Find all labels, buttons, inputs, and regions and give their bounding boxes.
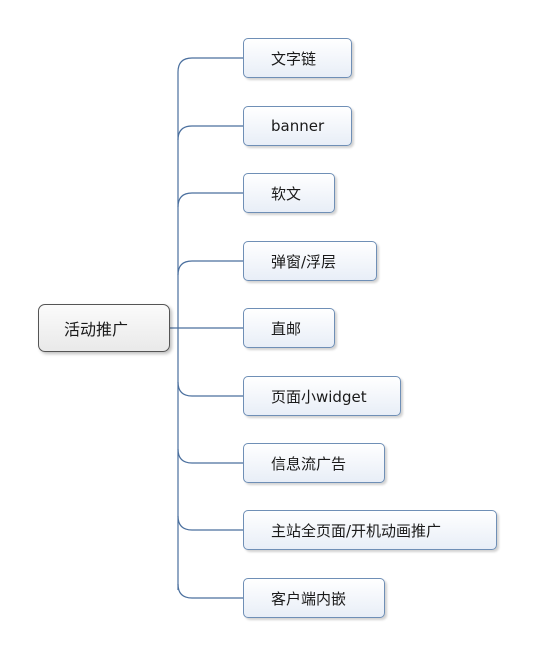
child-node-label: banner bbox=[271, 117, 325, 135]
connector-line-8 bbox=[177, 515, 243, 531]
child-node-fullpage-splash-promotion[interactable]: 主站全页面/开机动画推广 bbox=[243, 510, 497, 550]
child-node-label: 客户端内嵌 bbox=[271, 589, 347, 608]
child-node-text-link[interactable]: 文字链 bbox=[243, 38, 352, 78]
child-node-popup-overlay[interactable]: 弹窗/浮层 bbox=[243, 241, 377, 281]
child-node-advertorial[interactable]: 软文 bbox=[243, 173, 335, 213]
child-node-label: 直邮 bbox=[271, 319, 302, 338]
child-node-page-widget[interactable]: 页面小widget bbox=[243, 376, 401, 416]
connector-line-1 bbox=[177, 57, 243, 73]
child-node-label: 文字链 bbox=[271, 49, 317, 68]
child-node-direct-mail[interactable]: 直邮 bbox=[243, 308, 335, 348]
child-node-client-embedded[interactable]: 客户端内嵌 bbox=[243, 578, 385, 618]
child-node-label: 页面小widget bbox=[271, 387, 367, 406]
child-node-label: 信息流广告 bbox=[271, 454, 347, 473]
connector-line-2 bbox=[177, 125, 243, 141]
connector-line-3 bbox=[177, 192, 243, 208]
child-node-banner[interactable]: banner bbox=[243, 106, 352, 146]
connector-line-6 bbox=[177, 381, 243, 397]
child-node-feed-ads[interactable]: 信息流广告 bbox=[243, 443, 385, 483]
child-node-label: 软文 bbox=[271, 184, 302, 203]
connector-line-7 bbox=[177, 448, 243, 464]
connector-line-9 bbox=[177, 583, 243, 599]
connector-line-4 bbox=[177, 260, 243, 276]
child-node-label: 弹窗/浮层 bbox=[271, 252, 337, 271]
root-node-activity-promotion[interactable]: 活动推广 bbox=[38, 304, 170, 352]
child-node-label: 主站全页面/开机动画推广 bbox=[271, 521, 442, 540]
root-node-label: 活动推广 bbox=[64, 320, 129, 339]
